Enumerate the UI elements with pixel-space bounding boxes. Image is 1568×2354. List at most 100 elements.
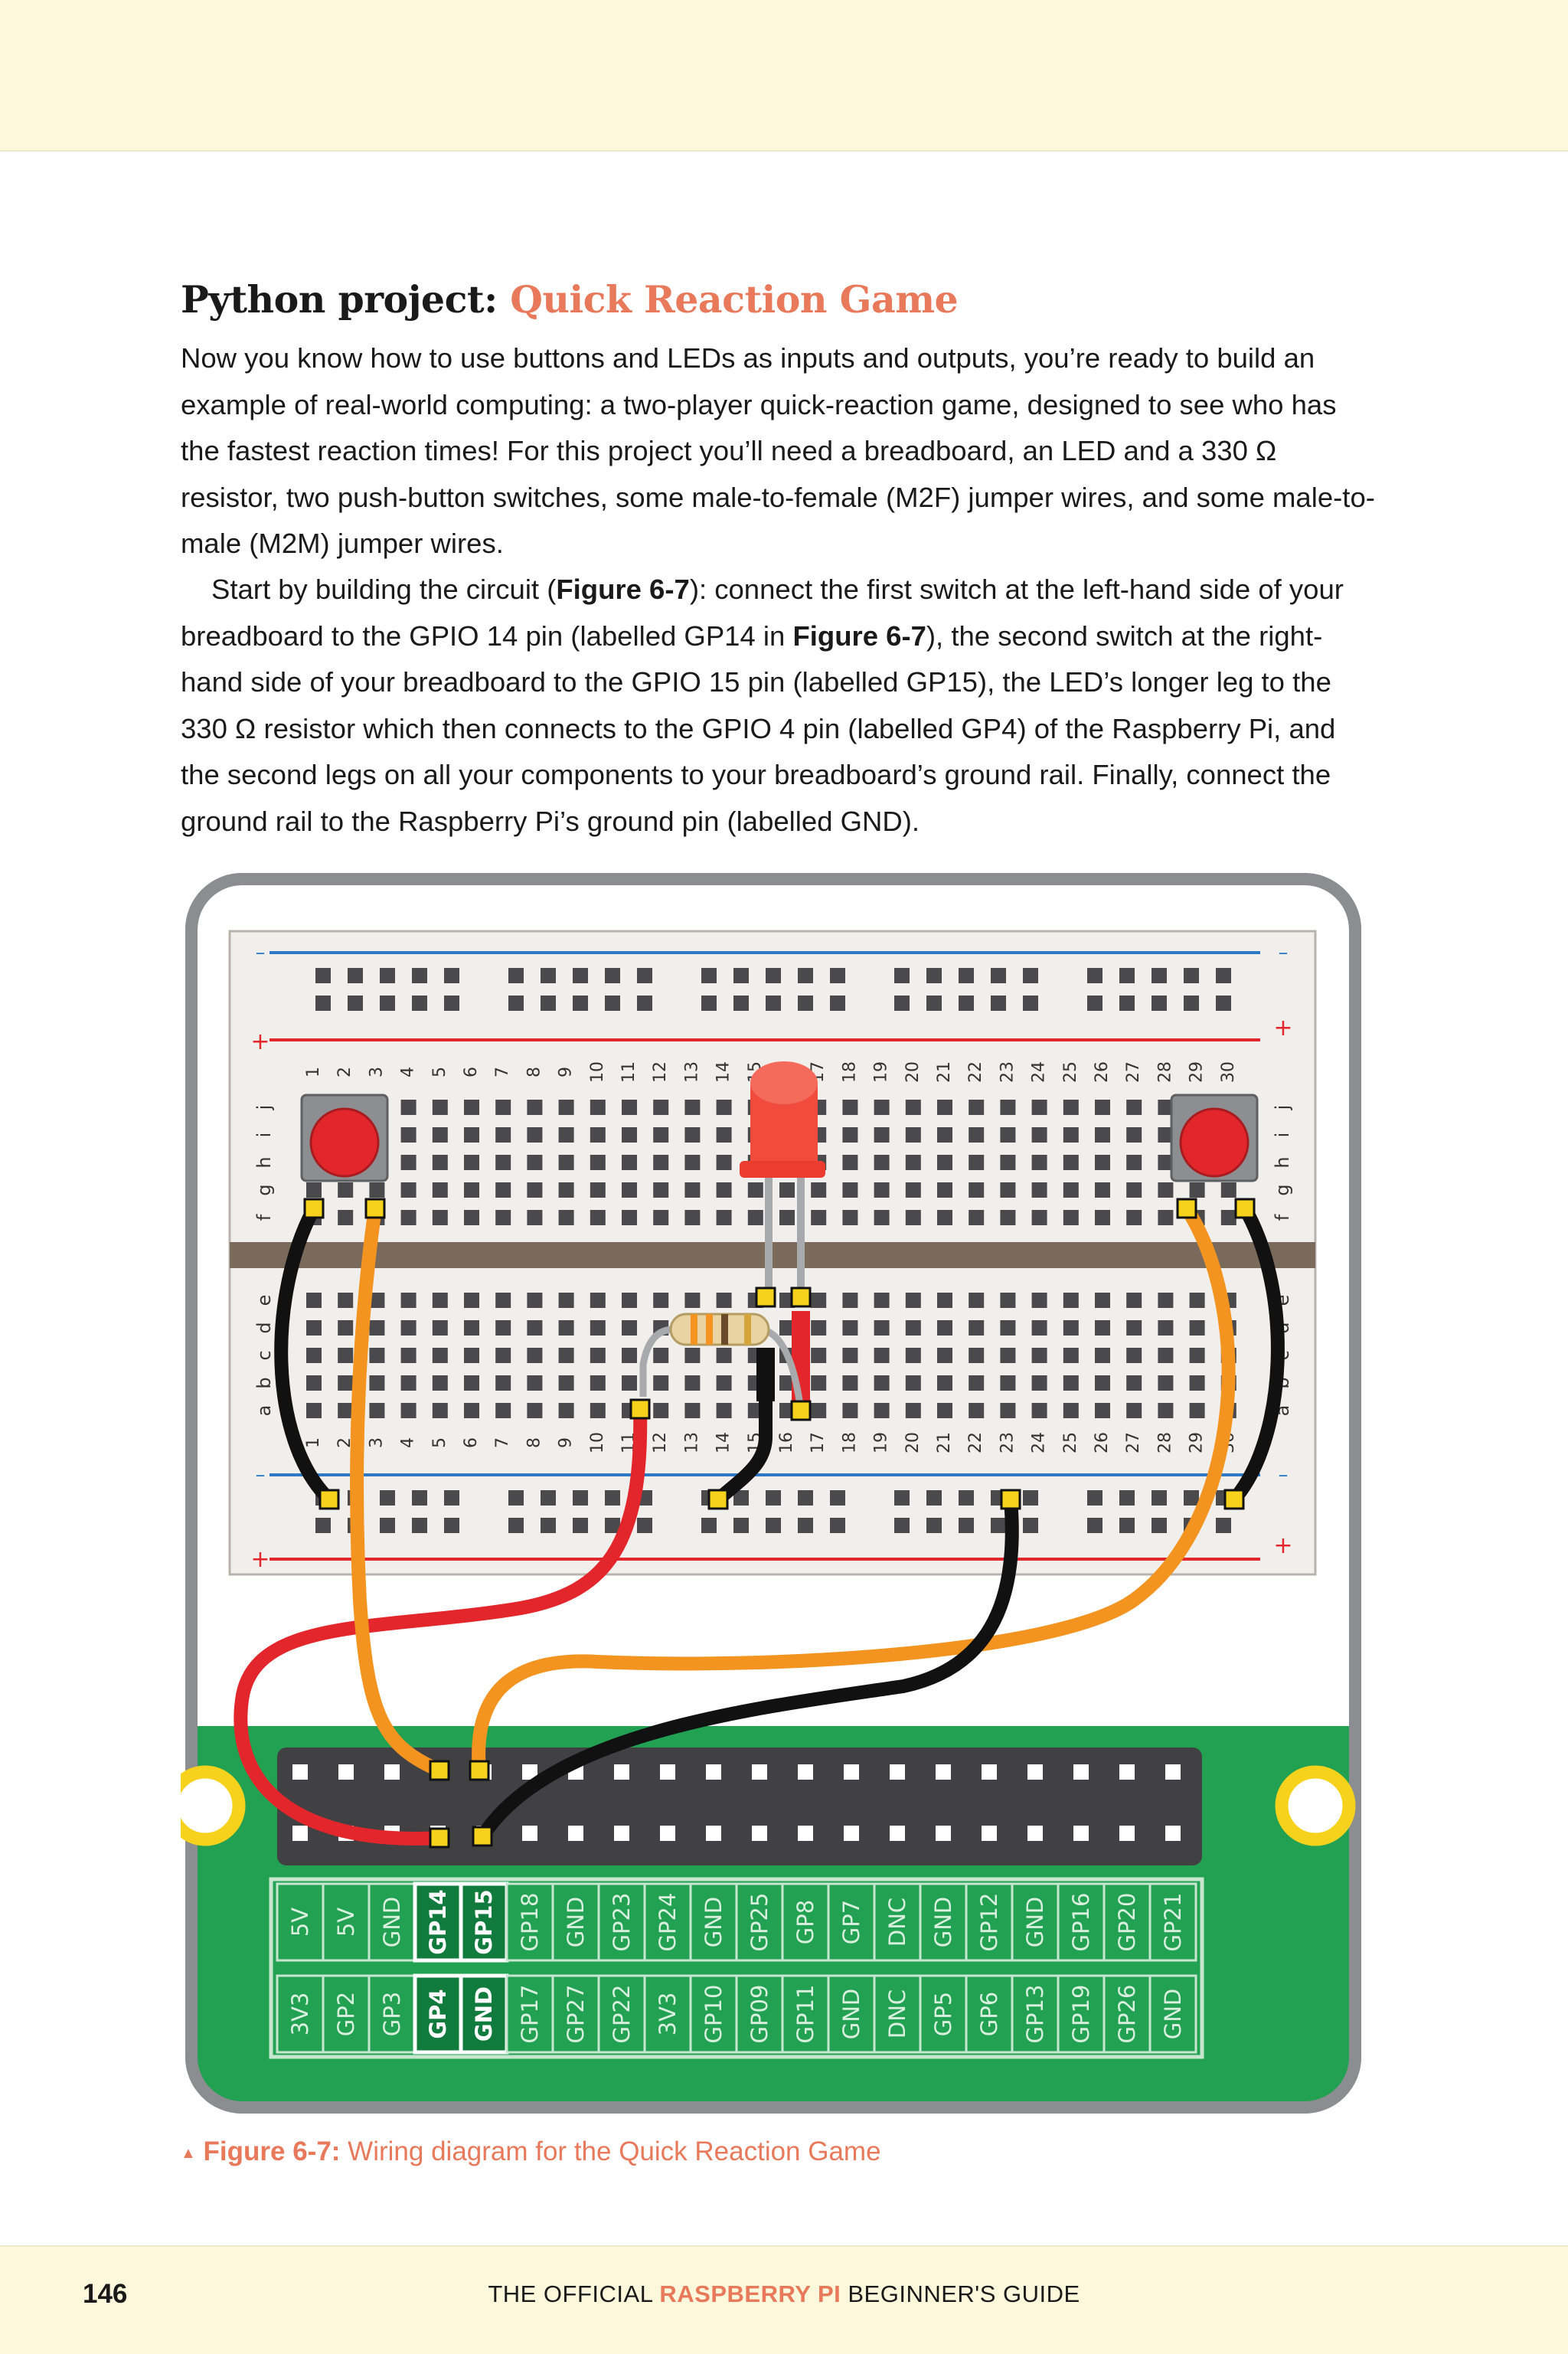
breadboard-hole <box>338 1348 354 1363</box>
breadboard-hole <box>1158 1293 1174 1308</box>
header-pin <box>1119 1764 1135 1780</box>
breadboard-hole <box>527 1320 543 1336</box>
breadboard-hole <box>432 1100 448 1115</box>
breadboard-hole <box>937 1403 952 1418</box>
breadboard-hole <box>464 1182 479 1198</box>
gpio-label-cell <box>735 1974 784 2054</box>
gpio-label: DNC <box>884 1989 910 2038</box>
rail-hole <box>926 1518 942 1533</box>
breadboard-hole <box>1031 1100 1047 1115</box>
gpio-label: GP24 <box>655 1893 681 1952</box>
column-number: 25 <box>1061 1061 1080 1083</box>
breadboard-hole <box>747 1210 763 1225</box>
header-pin <box>522 1764 537 1780</box>
breadboard-hole <box>464 1348 479 1363</box>
column-number: 30 <box>1219 1061 1238 1083</box>
gpio-label: GP23 <box>609 1893 635 1952</box>
header-pin <box>338 1764 354 1780</box>
wire-gnd-black <box>475 1493 1019 1843</box>
breadboard-hole <box>495 1375 511 1391</box>
rail-hole <box>541 996 556 1011</box>
breadboard-hole <box>969 1375 985 1391</box>
breadboard-hole <box>558 1127 574 1143</box>
breadboard-hole <box>874 1375 890 1391</box>
wire-end-pad <box>629 1398 651 1420</box>
breadboard-hole <box>905 1210 921 1225</box>
gpio-label: GP15 <box>471 1889 497 1954</box>
row-letter: h <box>1272 1156 1293 1168</box>
rail-hole <box>412 968 427 983</box>
running-title-prefix: THE OFFICIAL <box>488 2280 660 2307</box>
breadboard-hole <box>1220 1182 1236 1198</box>
breadboard-hole <box>716 1100 732 1115</box>
breadboard-hole <box>306 1403 322 1418</box>
gpio-label-cell <box>276 1974 325 2054</box>
gpio-label-cell <box>1102 1974 1152 2054</box>
breadboard-hole <box>558 1348 574 1363</box>
breadboard-hole <box>874 1293 890 1308</box>
figure-reference: Figure 6-7 <box>792 620 926 652</box>
column-number: 29 <box>1187 1432 1207 1453</box>
breadboard-hole <box>811 1320 827 1336</box>
breadboard-hole <box>874 1127 890 1143</box>
column-number: 9 <box>557 1437 576 1448</box>
gpio-label: 3V3 <box>287 1993 313 2036</box>
header-pin <box>936 1826 951 1841</box>
column-number: 2 <box>335 1067 354 1077</box>
breadboard-hole <box>1126 1403 1142 1418</box>
breadboard-hole <box>1031 1210 1047 1225</box>
rail-hole <box>894 996 910 1011</box>
row-letter: j <box>1272 1105 1293 1111</box>
breadboard-hole <box>1063 1100 1079 1115</box>
breadboard-hole <box>905 1375 921 1391</box>
gpio-label: GP12 <box>976 1893 1002 1952</box>
rail-hole <box>830 1518 845 1533</box>
wire-end-pad <box>303 1198 325 1219</box>
rail-hole <box>573 1490 588 1506</box>
figure-reference: Figure 6-7 <box>556 574 690 605</box>
breadboard-hole <box>1158 1403 1174 1418</box>
rail-hole <box>894 968 910 983</box>
gpio-label-cell <box>597 1882 646 1962</box>
resistor <box>669 1313 770 1346</box>
breadboard-hole <box>1031 1348 1047 1363</box>
header-pin <box>982 1764 997 1780</box>
gpio-label-cell <box>781 1974 830 2054</box>
header-pin <box>1073 1826 1089 1841</box>
header-pin <box>844 1826 859 1841</box>
breadboard-hole <box>905 1348 921 1363</box>
breadboard-hole <box>684 1182 701 1198</box>
column-number: 24 <box>1030 1432 1049 1453</box>
rail-hole <box>1216 1518 1231 1533</box>
rail-hole <box>637 1518 652 1533</box>
rail-hole <box>1023 968 1038 983</box>
breadboard-hole <box>1000 1127 1016 1143</box>
gpio-label-cell <box>1057 1974 1106 2054</box>
column-number: 5 <box>430 1067 449 1077</box>
column-number: 27 <box>1124 1061 1143 1083</box>
rail-plus-label: + <box>1273 1015 1292 1041</box>
breadboard-hole <box>1000 1375 1016 1391</box>
breadboard-hole <box>306 1182 322 1198</box>
breadboard-hole <box>1063 1210 1079 1225</box>
breadboard-hole <box>1063 1155 1079 1170</box>
rail-hole <box>412 996 427 1011</box>
breadboard-hole <box>622 1375 637 1391</box>
breadboard-hole <box>369 1348 385 1363</box>
breadboard-hole <box>684 1293 701 1308</box>
breadboard-hole <box>400 1293 416 1308</box>
header-pin <box>1073 1764 1089 1780</box>
gpio-label: GP8 <box>792 1900 818 1944</box>
breadboard-hole <box>1158 1320 1174 1336</box>
rail-hole <box>315 968 331 983</box>
breadboard-hole <box>1095 1100 1110 1115</box>
gpio-label: GP25 <box>746 1893 773 1952</box>
rail-hole <box>1023 996 1038 1011</box>
rail-hole <box>508 968 524 983</box>
breadboard-hole <box>1000 1100 1016 1115</box>
column-number: 8 <box>524 1067 544 1077</box>
column-number: 12 <box>651 1061 670 1083</box>
breadboard-hole <box>716 1403 732 1418</box>
breadboard-hole <box>527 1210 543 1225</box>
breadboard-hole <box>1095 1348 1110 1363</box>
